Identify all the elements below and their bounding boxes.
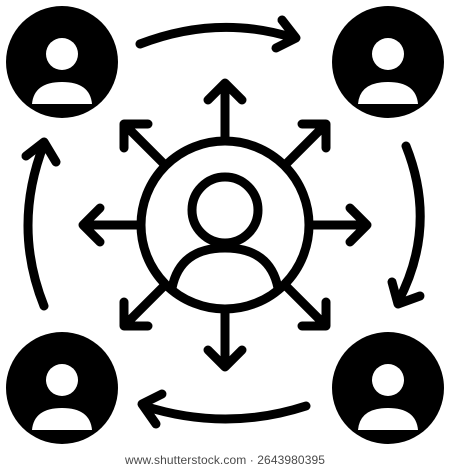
cycle-arrow-top-icon xyxy=(135,22,299,49)
radiate-arrow-up-right-icon xyxy=(280,119,331,170)
cycle-arrow-right-arrowhead-icon xyxy=(387,277,425,309)
user-avatar-top-left-icon xyxy=(6,6,118,118)
network-illustration xyxy=(6,6,444,444)
cycle-arrow-bottom-arrowhead-icon xyxy=(137,389,167,429)
radiate-arrow-right-icon xyxy=(305,203,372,247)
watermark-bar: www.shutterstock.com · 2643980395 xyxy=(0,450,450,470)
radiate-arrow-up-icon xyxy=(203,78,247,145)
radiate-arrow-left-icon xyxy=(78,203,145,247)
radiate-arrow-down-icon xyxy=(203,305,247,372)
watermark-text: www.shutterstock.com · 2643980395 xyxy=(124,453,326,467)
cycle-arrow-left-icon xyxy=(23,139,49,311)
radiate-arrow-down-right-icon xyxy=(280,280,331,331)
radiate-arrow-down-left-icon xyxy=(119,280,170,331)
central-user-icon xyxy=(136,136,314,314)
cycle-arrow-left-arrowhead-icon xyxy=(21,137,61,167)
user-avatar-bottom-right-icon xyxy=(332,332,444,444)
user-avatar-top-right-icon xyxy=(332,6,444,118)
cycle-arrow-right-icon xyxy=(393,141,425,307)
cycle-arrow-bottom-icon xyxy=(139,401,311,424)
radiate-arrow-up-left-icon xyxy=(119,119,170,170)
user-avatar-bottom-left-icon xyxy=(6,332,118,444)
cycle-arrow-top-arrowhead-icon xyxy=(271,15,301,53)
